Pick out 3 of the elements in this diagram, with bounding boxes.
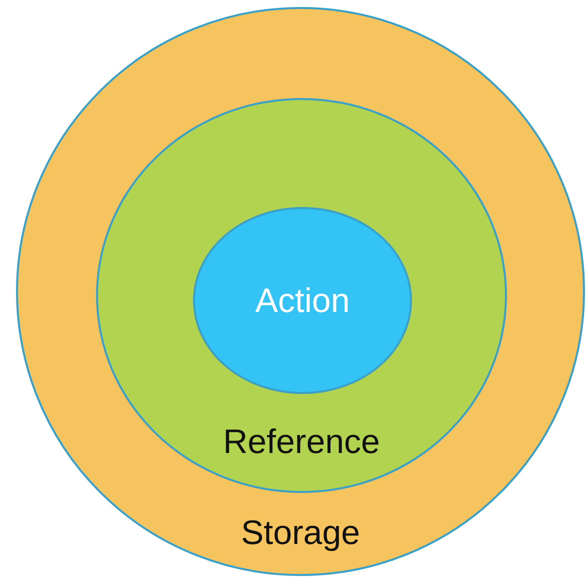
ring-label: Reference: [223, 422, 380, 462]
ring-label: Storage: [240, 513, 360, 553]
ring-label: Action: [255, 281, 350, 321]
